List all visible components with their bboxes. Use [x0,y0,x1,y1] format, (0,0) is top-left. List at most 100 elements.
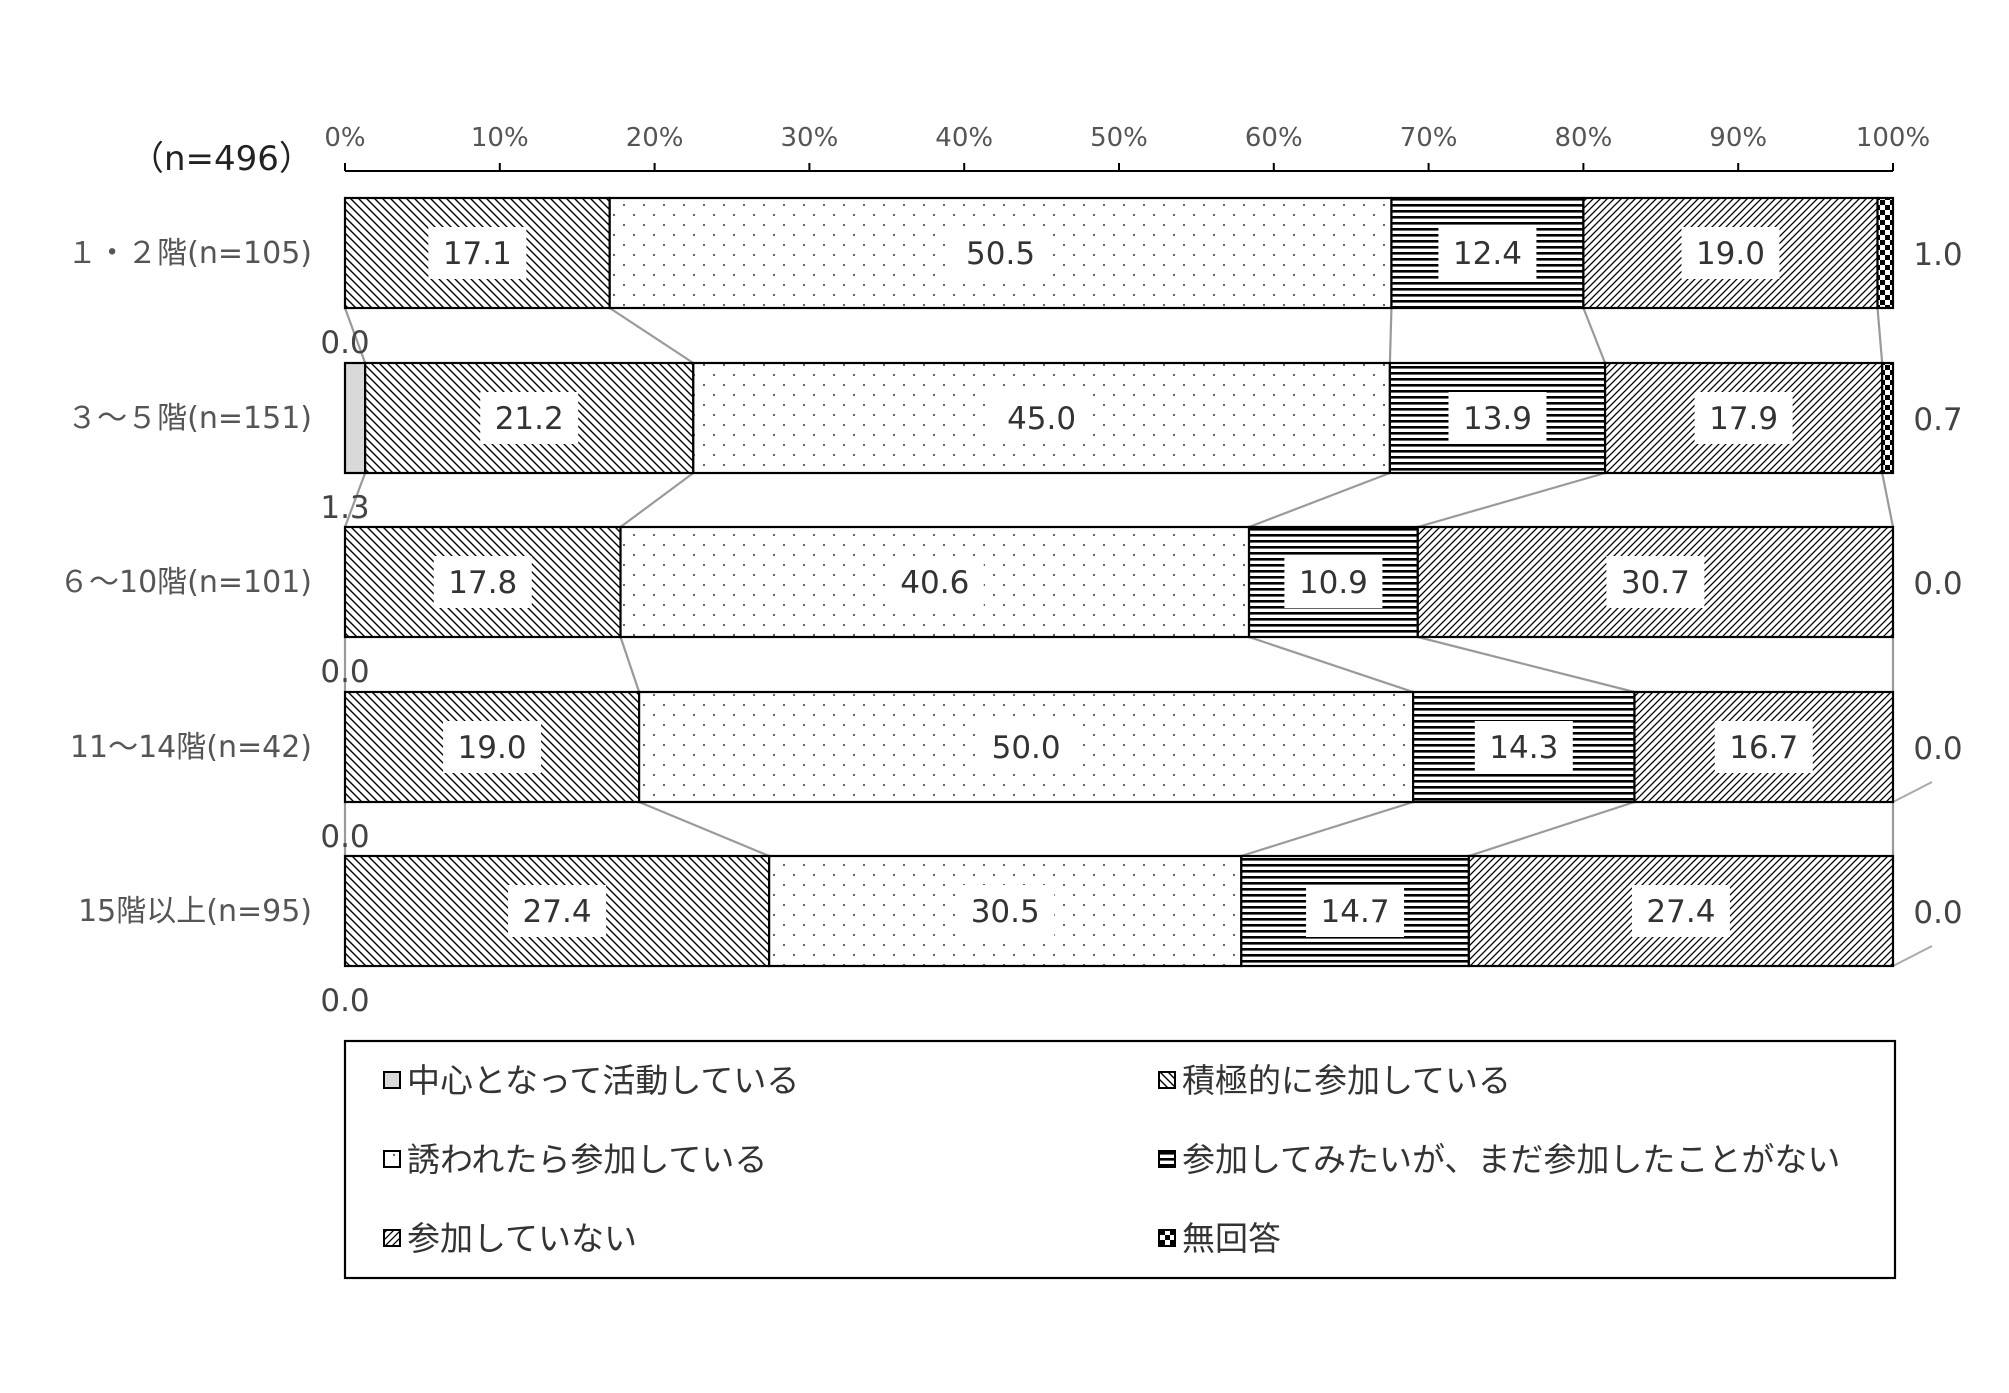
value-label-bg [1284,556,1383,608]
connector-line [609,307,694,364]
legend: 中心となって活動している積極的に参加している誘われたら参加している参加してみたい… [343,1039,1897,1280]
value-label-bg [480,392,579,444]
connector-line [343,472,367,528]
connector-line [343,307,367,364]
value-label-bg [508,885,607,937]
value-label-outside-right: 0.0 [1913,566,1962,602]
category-label: １・２階(n=105) [67,236,312,271]
value-label: 10.9 [1299,565,1368,601]
legend-entry: 中心となって活動している [407,1061,799,1100]
value-label: 21.2 [495,401,564,437]
legend-entry: 参加してみたいが、まだ参加したことがない [1182,1140,1840,1179]
category-label: ３～５階(n=151) [67,401,312,436]
connector-line [619,472,694,528]
value-label-bg [1694,392,1793,444]
legend-swatch [383,1071,401,1089]
legend-swatch [1158,1229,1176,1247]
bar-segment [608,196,1393,310]
value-label: 45.0 [1007,401,1076,437]
value-label: 27.4 [1646,894,1715,930]
legend-swatch [383,1150,401,1168]
x-tick-label: 90% [1709,123,1767,153]
legend-entry: 誘われたら参加している [407,1140,767,1179]
connector-line [1417,471,1606,529]
bar-segment [343,525,622,639]
value-label: 12.4 [1453,236,1522,272]
value-label: 27.4 [523,894,592,930]
value-label-outside-right: 0.0 [1913,731,1962,767]
connector-line [1876,307,1884,364]
connector-line [1582,307,1607,364]
legend-entry: 無回答 [1182,1219,1281,1258]
leader-line [1892,945,1933,967]
value-label-outside-left: 0.0 [320,819,369,855]
x-tick-label: 50% [1090,123,1148,153]
value-label: 16.7 [1729,730,1798,766]
category-label: 15階以上(n=95) [78,894,312,929]
value-label-bg [951,227,1050,279]
value-label-bg [992,392,1091,444]
value-label-bg [428,227,527,279]
connector-line [1881,472,1895,528]
value-label-bg [433,556,532,608]
legend-swatch [1158,1071,1176,1089]
x-tick-label: 60% [1245,123,1303,153]
value-label-bg [1681,227,1780,279]
x-axis: 0%10%20%30%40%50%60%70%80%90%100% [324,123,1930,172]
value-label-bg [1474,721,1573,773]
connector-line [638,800,770,858]
value-label: 50.5 [966,236,1035,272]
value-label: 19.0 [458,730,527,766]
value-label-bg [1306,885,1405,937]
bar-segment [1881,361,1895,475]
x-tick-label: 10% [471,123,529,153]
value-label-bg [1714,721,1813,773]
category-labels: １・２階(n=105)３～５階(n=151)６～10階(n=101)11～14階… [59,236,312,929]
value-label-bg [1438,227,1537,279]
connector-line [1388,307,1393,364]
value-label: 30.7 [1621,565,1690,601]
value-label: 17.9 [1709,401,1778,437]
value-label-bg [1448,392,1547,444]
value-label: 19.0 [1696,236,1765,272]
x-tick-label: 40% [935,123,993,153]
x-tick-label: 30% [781,123,839,153]
legend-swatch [1158,1150,1176,1168]
leader-line [1892,781,1933,803]
value-label-bg [1606,556,1705,608]
value-label: 50.0 [992,730,1061,766]
legend-entry: 参加していない [407,1219,637,1258]
value-label: 17.8 [448,565,517,601]
value-label-bg [956,885,1055,937]
connector-line [1240,800,1414,858]
connector-line [1248,635,1414,694]
value-label-bg [1631,885,1730,937]
value-label-bg [885,556,984,608]
value-label-outside-right: 0.7 [1913,402,1962,438]
bar-segment [343,361,367,475]
value-label: 13.9 [1463,401,1532,437]
value-label-bg [977,721,1076,773]
value-label-outside-left: 0.0 [320,654,369,690]
legend-frame [343,1039,1897,1280]
value-label: 14.3 [1489,730,1558,766]
x-tick-label: 80% [1555,123,1613,153]
sample-size-label: （n=496） [130,139,313,179]
x-tick-label: 0% [324,123,365,153]
x-tick-label: 20% [626,123,684,153]
value-label: 14.7 [1321,894,1390,930]
connector-line [1468,800,1635,858]
value-label-outside-right: 1.0 [1913,237,1962,273]
connector-lines [343,307,1933,967]
value-label-outside-right: 0.0 [1913,895,1962,931]
legend-swatch [383,1229,401,1247]
connector-line [619,636,641,693]
connector-line [1417,635,1635,694]
x-tick-label: 100% [1856,123,1930,153]
bar-segment [1876,196,1895,310]
category-label: 11～14階(n=42) [70,730,312,765]
value-label-bg [443,721,542,773]
value-label-outside-left: 0.0 [320,325,369,361]
